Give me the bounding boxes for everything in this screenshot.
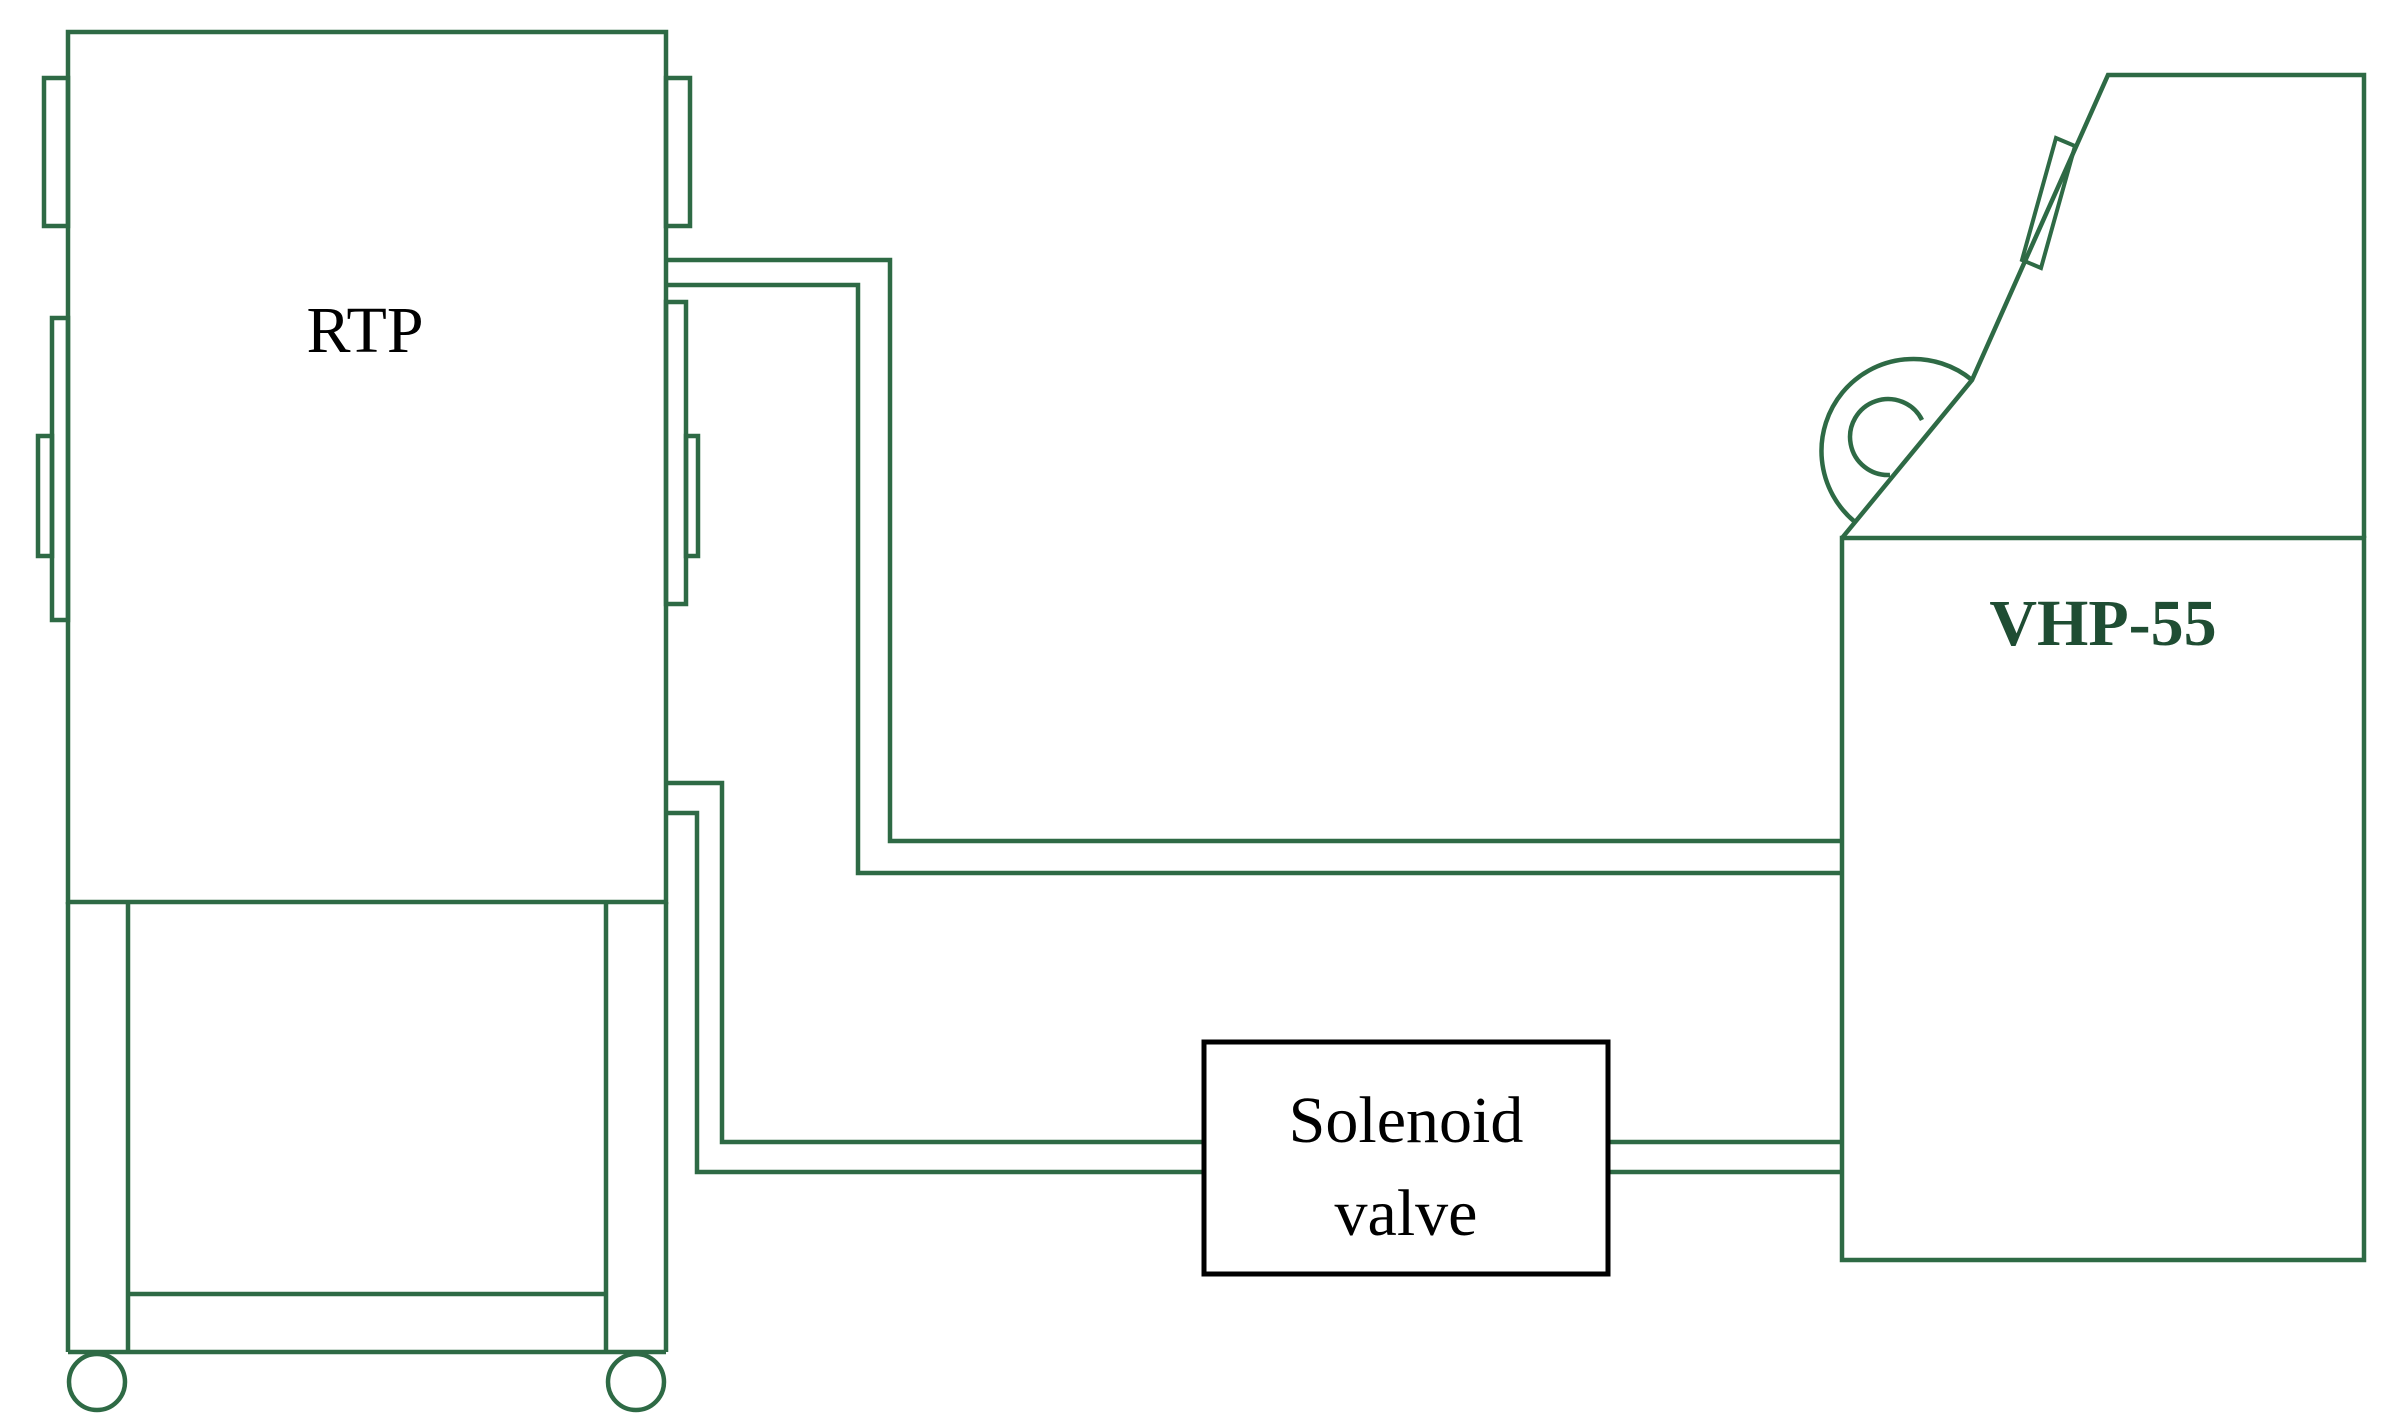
lower-pipe-pair [666,780,1842,1175]
vhp-hose-reel-outer [1819,356,1974,524]
solenoid-valve-label-line1: Solenoid [1289,1084,1524,1157]
rtp-unit: RTP [35,29,701,1413]
rtp-right-port-middle [663,299,689,607]
rtp-right-port-lower [683,433,701,559]
rtp-wheel-left [66,1351,128,1413]
rtp-cabinet [65,29,669,905]
lower-pipe-inner [666,810,1204,1175]
rtp-left-port-middle [49,315,71,623]
rtp-left-port-upper [41,75,71,229]
upper-pipe-pair [666,257,1842,876]
vhp-unit: VHP-55 [1819,72,2367,1263]
solenoid-valve: Solenoid valve [1201,1039,1611,1277]
solenoid-valve-box [1201,1039,1611,1277]
vhp-display-panel [2019,135,2078,271]
rtp-stand [65,902,669,1355]
rtp-wheel-right [605,1351,667,1413]
vhp-upper-housing [1840,72,2367,540]
rtp-label: RTP [306,294,423,367]
upper-pipe-outer [666,257,1842,844]
vhp-hose-reel-inner [1847,396,1925,478]
upper-pipe-inner [666,282,1842,876]
vhp-body [1839,535,2367,1263]
rtp-right-port-upper [663,75,693,229]
solenoid-valve-label-line2: valve [1335,1177,1478,1250]
lower-pipe-outer [666,780,1204,1145]
rtp-left-port-lower [35,433,55,559]
vhp-label: VHP-55 [1989,587,2216,660]
